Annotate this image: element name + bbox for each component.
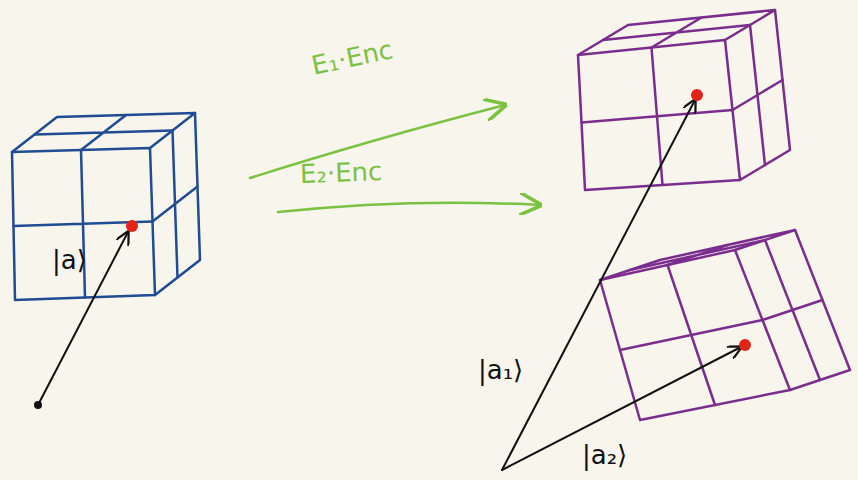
vector-arrow bbox=[38, 232, 128, 405]
point-dot bbox=[126, 220, 138, 232]
vector-arrow bbox=[502, 100, 695, 470]
vector-label: |a⟩ bbox=[52, 246, 87, 275]
vector-arrow bbox=[502, 347, 741, 470]
point-dot bbox=[739, 339, 751, 351]
map-label: E₂·Enc bbox=[300, 157, 383, 188]
blue-cube bbox=[12, 113, 200, 300]
vector-label: |a₁⟩ bbox=[478, 356, 523, 385]
purple-cube bbox=[578, 10, 790, 190]
vector-label: |a₂⟩ bbox=[582, 441, 627, 470]
map-label: E₁·Enc bbox=[309, 35, 395, 80]
point-dot bbox=[691, 89, 703, 101]
map-arrow bbox=[278, 203, 540, 212]
purple-cube bbox=[600, 230, 850, 420]
